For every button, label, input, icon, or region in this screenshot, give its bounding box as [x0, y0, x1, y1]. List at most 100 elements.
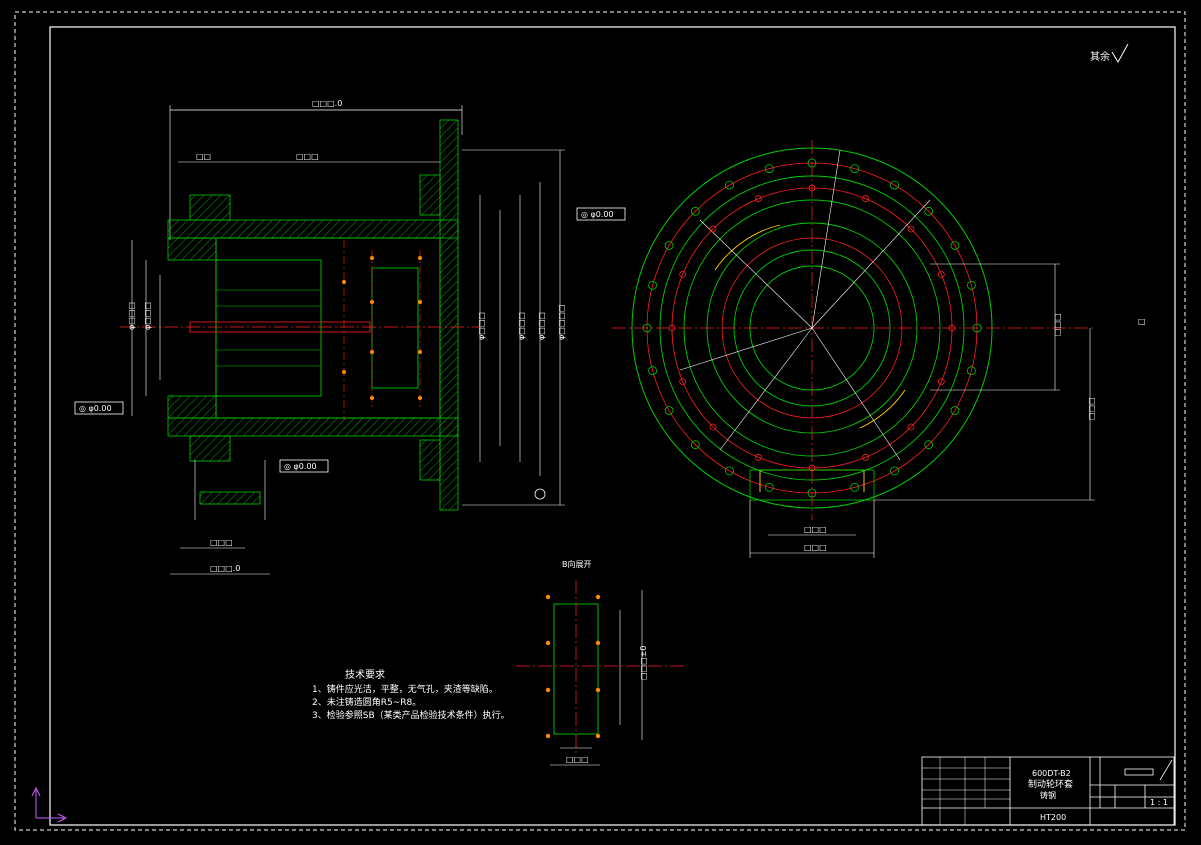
- flange-bolt-hole: [967, 280, 976, 290]
- flange-bolt-hole: [862, 453, 869, 461]
- flange-bolt-hole: [755, 195, 762, 203]
- roughness-note: 其余: [1090, 43, 1129, 63]
- flange-bolt-hole: [709, 225, 717, 233]
- dim-base-width: □□□: [804, 543, 827, 552]
- flange-bolt-hole: [764, 164, 774, 174]
- title-block: [921, 756, 1175, 826]
- right-flange-hatch: [439, 119, 459, 511]
- tolerance-frame-3-text: ◎ φ0.00: [284, 462, 317, 471]
- tech-requirements: 技术要求 1、铸件应光洁，平整，无气孔，夹渣等缺陷。 2、未注铸造圆角R5~R8…: [312, 668, 510, 721]
- flange-left-lower: [167, 395, 217, 419]
- flange-bolt-hole: [648, 280, 657, 290]
- dim-overall-length: □□□.0: [312, 99, 342, 108]
- dim-inner-length: □□□: [296, 152, 319, 161]
- dim-side-2: □□□: [1087, 397, 1096, 420]
- flange-bolt-hole: [924, 440, 934, 450]
- flange-bolt-hole: [690, 206, 700, 216]
- shell-upper-hatch: [167, 219, 459, 239]
- flange-bolt-hole: [807, 488, 817, 498]
- bore-outline: [215, 237, 441, 419]
- title-part-code: 600DT-B2: [1032, 769, 1071, 778]
- flange-bolt-hole: [937, 270, 945, 278]
- flange-bolt-hole: [807, 158, 817, 168]
- dim-bore-diameter: φ□□□: [143, 302, 152, 330]
- bolt-holes-section: [342, 256, 422, 400]
- flange-bolt-hole: [648, 366, 657, 376]
- flange-bolt-hole: [937, 378, 945, 386]
- dim-base-inner: □□□: [804, 525, 827, 534]
- dim-right-4: φ□□□□: [557, 304, 566, 340]
- flange-bolt-hole: [664, 406, 674, 415]
- datum-b-marker: [534, 488, 546, 500]
- flange-left-upper: [167, 237, 217, 261]
- flange-bolt-hole: [725, 466, 734, 476]
- title-part-name: 制动轮环套: [1028, 778, 1073, 790]
- tech-requirement-2: 2、未注铸造圆角R5~R8。: [312, 696, 421, 708]
- dim-side-1: □□□: [1053, 313, 1062, 336]
- flange-bolt-hole: [764, 482, 774, 492]
- title-material: HT200: [1040, 813, 1066, 822]
- dim-right-3: φ□□□: [537, 312, 546, 340]
- flange-bolt-hole: [850, 164, 860, 174]
- tolerance-frame-2: ◎ φ0.00: [74, 401, 124, 415]
- tech-requirement-3: 3、检验参照SB（某类产品检验技术条件）执行。: [312, 709, 510, 721]
- tolerance-frame-1: ◎ φ0.00: [576, 207, 626, 221]
- flange-bolt-hole: [950, 406, 960, 415]
- lug-bottom: [199, 491, 261, 505]
- roughness-note-text: 其余: [1090, 50, 1110, 63]
- boss-upper: [189, 194, 231, 221]
- flange-bolt-hole: [967, 366, 976, 376]
- flange-bolt-hole: [808, 464, 816, 472]
- flange-bolt-hole: [948, 324, 956, 332]
- tolerance-frame-2-text: ◎ φ0.00: [79, 404, 112, 413]
- developed-view-label: B向展开: [562, 559, 592, 569]
- flange-bolt-hole: [890, 180, 899, 190]
- flange-bolt-hole: [924, 206, 934, 216]
- section-view: □□□.0 □□□ □□: [120, 99, 566, 575]
- dim-flange-width: □□: [196, 152, 211, 161]
- flange-bolt-hole: [907, 423, 915, 431]
- dim-developed-2: □□□±0: [639, 646, 648, 680]
- outer-dashed-border: [14, 11, 1186, 831]
- shell-lower-hatch: [167, 417, 459, 437]
- flange-bolt-hole: [709, 423, 717, 431]
- title-part-name-2: 铸钢: [1040, 790, 1056, 800]
- flange-bolt-hole: [725, 180, 734, 190]
- title-scale: 1 : 1: [1150, 798, 1168, 807]
- flange-bolt-hole: [755, 453, 762, 461]
- hub-block: [215, 259, 322, 397]
- inner-slot: [371, 267, 419, 389]
- tech-requirement-1: 1、铸件应光洁，平整，无气孔，夹渣等缺陷。: [312, 683, 498, 695]
- developed-view: B向展开 □□□ □□□±0: [516, 559, 686, 766]
- dim-side-mark: □: [1138, 317, 1146, 326]
- roughness-symbol-icon: [1111, 43, 1129, 63]
- developed-holes: [545, 594, 601, 739]
- flange-bolt-hole: [642, 323, 652, 333]
- ucs-axis-icon: [31, 786, 68, 823]
- boss-lower: [189, 435, 231, 462]
- right-flange-inner: [419, 174, 441, 216]
- flange-bolt-hole: [808, 184, 816, 192]
- right-flange-inner-2: [419, 439, 441, 481]
- flange-bolt-hole: [664, 241, 674, 250]
- dim-right-1: φ□□□: [477, 312, 486, 340]
- end-view: □□□ □□□ □□□ □□□ □: [612, 140, 1146, 558]
- dim-right-2: φ□□□: [517, 312, 526, 340]
- radial-leaders: [679, 149, 931, 461]
- dim-outer-diameter: φ□□□: [127, 302, 136, 330]
- flange-bolt-hole: [907, 225, 915, 233]
- tech-requirements-heading: 技术要求: [345, 668, 385, 681]
- dim-bottom-2: □□□: [210, 538, 233, 547]
- dim-bottom-1: □□□.0: [210, 564, 240, 573]
- tolerance-frame-3: ◎ φ0.00: [279, 459, 329, 473]
- flange-bolt-hole: [690, 440, 700, 450]
- flange-bolt-hole: [679, 270, 687, 278]
- tolerance-frame-1-text: ◎ φ0.00: [581, 210, 614, 219]
- flange-bolt-hole: [668, 324, 676, 332]
- flange-bolt-hole: [972, 323, 982, 333]
- flange-bolt-hole: [679, 378, 687, 386]
- flange-bolt-hole: [850, 482, 860, 492]
- dim-developed-1: □□□: [566, 755, 589, 764]
- flange-bolt-hole: [862, 195, 869, 203]
